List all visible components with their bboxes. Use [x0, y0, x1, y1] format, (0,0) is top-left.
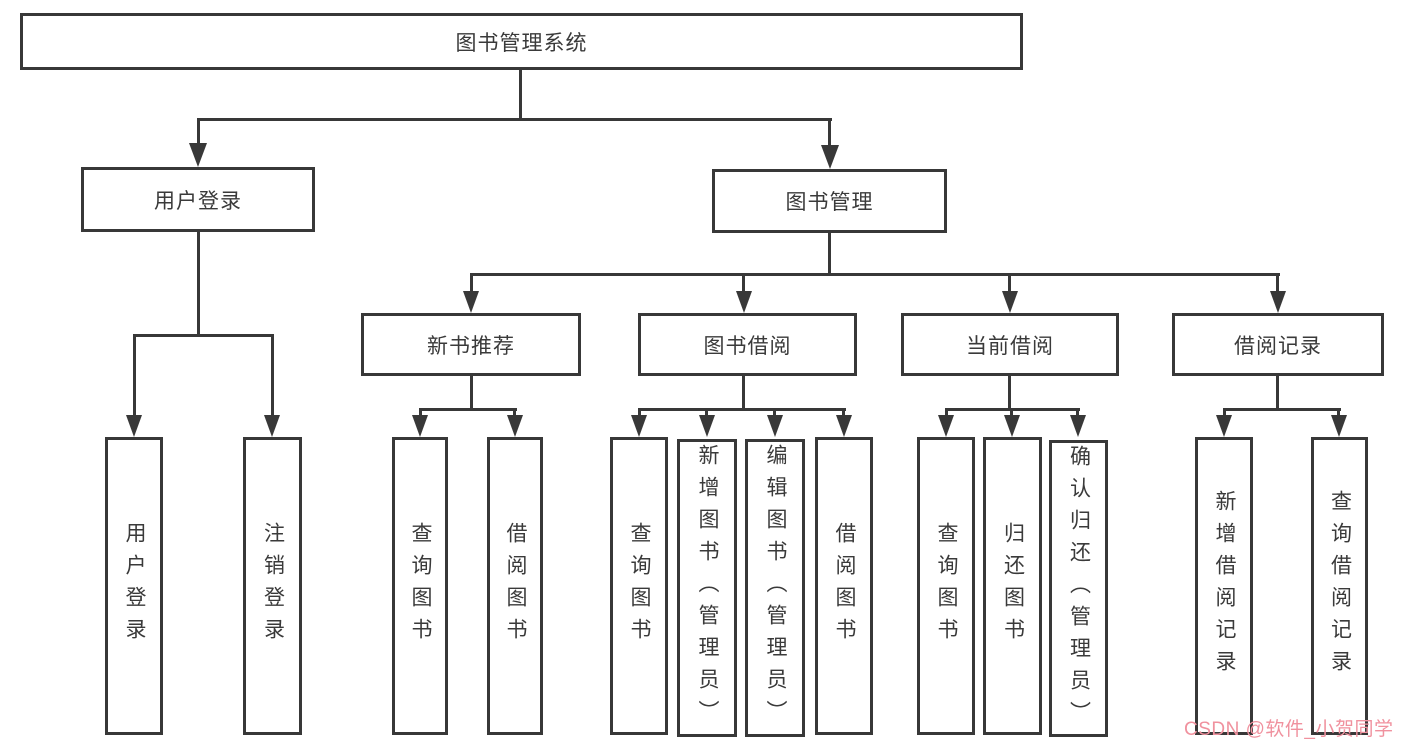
leaf-add-book-admin: 新增图书（管理员） [677, 439, 737, 737]
arrow-down-icon [507, 415, 523, 437]
connector-drop-current-borrow [1008, 273, 1011, 295]
node-user-login: 用户登录 [81, 167, 315, 232]
node-book-borrow: 图书借阅 [638, 313, 857, 376]
connector-root-split [197, 118, 832, 121]
node-borrow-records-label: 借阅记录 [1234, 334, 1322, 358]
connector-current-borrow-stem [1008, 376, 1011, 411]
connector-drop-book-borrow [742, 273, 745, 295]
connector-borrow-records-stem [1276, 376, 1279, 411]
arrow-down-icon [1002, 291, 1018, 313]
leaf-confirm-return-admin: 确认归还（管理员） [1049, 440, 1108, 737]
node-current-borrow: 当前借阅 [901, 313, 1119, 376]
connector-drop-book-management [828, 118, 831, 150]
leaf-query-books-current: 查询图书 [917, 437, 975, 735]
arrow-down-icon [1216, 415, 1232, 437]
leaf-query-borrow-record-label: 查询借阅记录 [1328, 490, 1352, 682]
leaf-borrow-books-recommend-label: 借阅图书 [504, 522, 527, 650]
node-book-borrow-label: 图书借阅 [703, 334, 792, 358]
arrow-down-icon [1270, 291, 1286, 313]
leaf-query-books-current-label: 查询图书 [935, 522, 958, 650]
arrow-down-icon [264, 415, 280, 437]
node-book-management-label: 图书管理 [785, 191, 874, 214]
connector-drop-user-login [197, 118, 200, 148]
connector-drop-new-book [470, 273, 473, 295]
leaf-query-books-recommend: 查询图书 [392, 437, 448, 735]
connector-drop-leaf-logout [271, 334, 274, 422]
node-root-label: 图书管理系统 [455, 31, 588, 55]
leaf-confirm-return-admin-label: 确认归还（管理员） [1067, 444, 1091, 733]
node-current-borrow-label: 当前借阅 [966, 334, 1054, 358]
leaf-return-book-label: 归还图书 [1001, 522, 1025, 650]
arrow-down-icon [412, 415, 428, 437]
connector-book-management-split [470, 273, 1280, 276]
leaf-logout: 注销登录 [243, 437, 302, 735]
connector-root-stem [519, 69, 522, 121]
leaf-add-borrow-record-label: 新增借阅记录 [1213, 490, 1236, 682]
leaf-user-login-label: 用户登录 [123, 522, 146, 650]
leaf-edit-book-admin: 编辑图书（管理员） [745, 439, 805, 737]
connector-book-management-stem [828, 233, 831, 276]
node-borrow-records: 借阅记录 [1172, 313, 1384, 376]
arrow-down-icon [821, 145, 839, 169]
leaf-query-borrow-record: 查询借阅记录 [1311, 437, 1368, 735]
arrow-down-icon [836, 415, 852, 437]
arrow-down-icon [1070, 415, 1086, 437]
arrow-down-icon [631, 415, 647, 437]
arrow-down-icon [736, 291, 752, 313]
leaf-query-books-borrow: 查询图书 [610, 437, 668, 735]
node-book-management: 图书管理 [712, 169, 947, 233]
node-new-book-recommend-label: 新书推荐 [427, 334, 515, 358]
arrow-down-icon [767, 415, 783, 437]
node-new-book-recommend: 新书推荐 [361, 313, 581, 376]
connector-new-book-stem [470, 376, 473, 411]
connector-user-login-split [133, 334, 274, 337]
connector-new-book-split [419, 408, 517, 411]
arrow-down-icon [1331, 415, 1347, 437]
connector-user-login-stem [197, 232, 200, 337]
connector-book-borrow-split [638, 408, 846, 411]
arrow-down-icon [938, 415, 954, 437]
leaf-borrow-books: 借阅图书 [815, 437, 873, 735]
arrow-down-icon [463, 291, 479, 313]
leaf-add-book-admin-label: 新增图书（管理员） [696, 444, 719, 732]
csdn-watermark: CSDN @软件_小贺同学 [1184, 719, 1394, 740]
arrow-down-icon [699, 415, 715, 437]
leaf-user-login: 用户登录 [105, 437, 163, 735]
connector-borrow-records-split [1223, 408, 1341, 411]
connector-drop-leaf-user-login [133, 334, 136, 422]
leaf-logout-label: 注销登录 [261, 522, 285, 650]
connector-drop-borrow-records [1276, 273, 1279, 295]
leaf-query-books-recommend-label: 查询图书 [409, 522, 432, 650]
arrow-down-icon [189, 143, 207, 167]
arrow-down-icon [126, 415, 142, 437]
node-user-login-label: 用户登录 [154, 189, 242, 213]
leaf-add-borrow-record: 新增借阅记录 [1195, 437, 1253, 735]
leaf-borrow-books-label: 借阅图书 [833, 522, 856, 650]
arrow-down-icon [1004, 415, 1020, 437]
node-root: 图书管理系统 [20, 13, 1023, 70]
connector-book-borrow-stem [742, 376, 745, 411]
leaf-borrow-books-recommend: 借阅图书 [487, 437, 543, 735]
leaf-query-books-borrow-label: 查询图书 [628, 522, 651, 650]
leaf-edit-book-admin-label: 编辑图书（管理员） [764, 444, 787, 732]
leaf-return-book: 归还图书 [983, 437, 1042, 735]
